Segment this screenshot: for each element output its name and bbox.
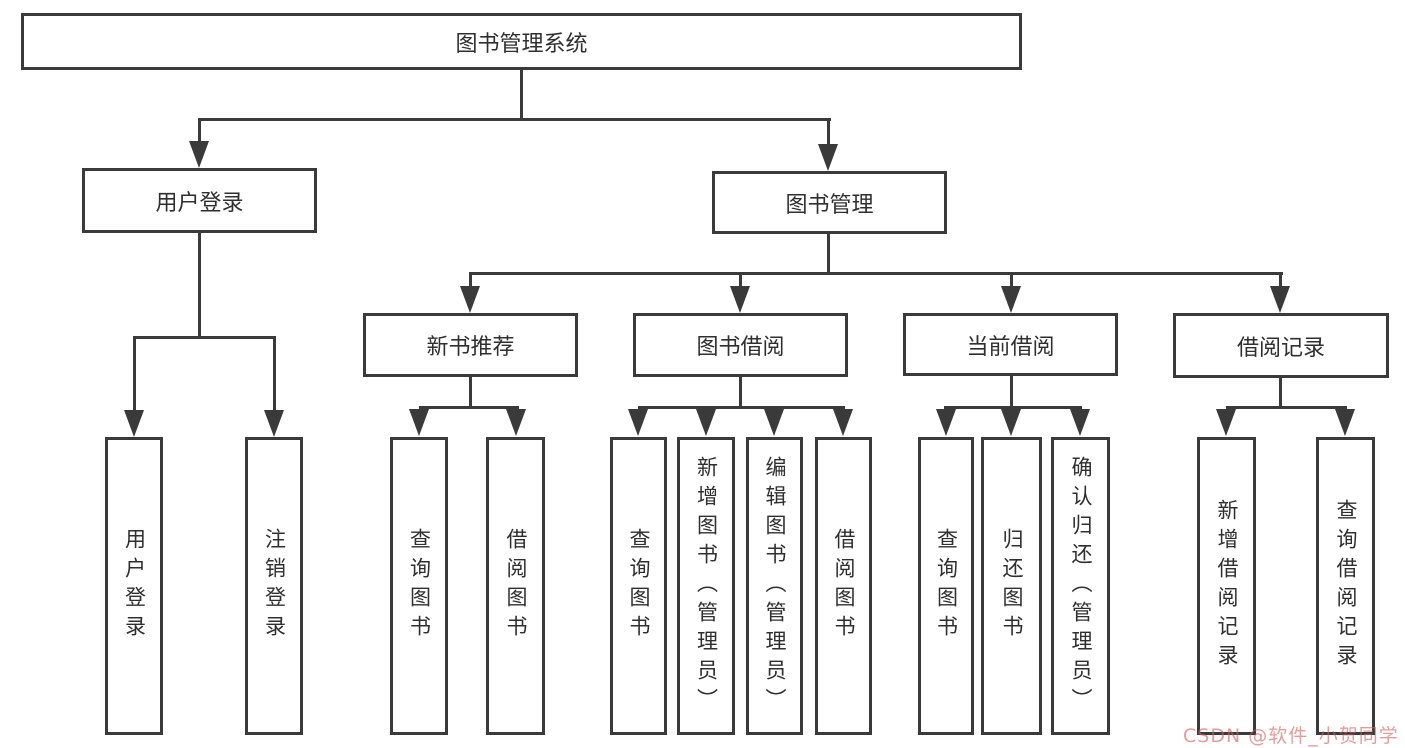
node-current-borrow: 当前借阅 bbox=[903, 313, 1118, 376]
node-borrow-records-label: 借阅记录 bbox=[1236, 335, 1325, 361]
leaf-edit-book-admin-label: 编辑图书（管理员） bbox=[763, 455, 787, 717]
leaf-query-books-recommend-label: 查询图书 bbox=[407, 528, 432, 644]
arrow-down-icon bbox=[506, 409, 526, 436]
leaf-query-borrow-record-label: 查询借阅记录 bbox=[1334, 499, 1358, 673]
connector-line bbox=[198, 118, 201, 144]
node-root: 图书管理系统 bbox=[21, 13, 1022, 70]
arrow-down-icon bbox=[833, 409, 853, 436]
node-book-borrow-label: 图书借阅 bbox=[696, 335, 785, 360]
leaf-logout: 注销登录 bbox=[245, 437, 303, 735]
node-book-management-label: 图书管理 bbox=[785, 192, 874, 218]
connector-line bbox=[198, 233, 201, 339]
leaf-borrow-books-borrow: 借阅图书 bbox=[815, 437, 872, 735]
leaf-query-books-recommend: 查询图书 bbox=[390, 437, 448, 735]
connector-line bbox=[739, 377, 742, 408]
arrow-down-icon bbox=[730, 286, 750, 313]
arrow-down-icon bbox=[1070, 409, 1090, 436]
node-book-borrow: 图书借阅 bbox=[633, 313, 848, 377]
arrow-down-icon bbox=[1216, 409, 1236, 436]
leaf-add-book-admin: 新增图书（管理员） bbox=[677, 437, 735, 735]
leaf-add-borrow-record: 新增借阅记录 bbox=[1197, 437, 1256, 735]
arrow-down-icon bbox=[628, 409, 648, 436]
node-root-label: 图书管理系统 bbox=[455, 31, 588, 57]
connector-line bbox=[1010, 272, 1013, 288]
node-book-management: 图书管理 bbox=[712, 171, 947, 234]
leaf-borrow-books-recommend: 借阅图书 bbox=[486, 437, 545, 735]
connector-line bbox=[1279, 272, 1282, 288]
connector-line bbox=[1010, 376, 1013, 408]
connector-line bbox=[273, 336, 276, 412]
leaf-edit-book-admin: 编辑图书（管理员） bbox=[746, 437, 803, 735]
leaf-borrow-books-recommend-label: 借阅图书 bbox=[504, 528, 528, 644]
connector-line bbox=[419, 406, 519, 409]
leaf-borrow-books-borrow-label: 借阅图书 bbox=[832, 528, 856, 644]
connector-line bbox=[739, 272, 742, 288]
arrow-down-icon bbox=[1001, 286, 1021, 313]
connector-line bbox=[1226, 406, 1347, 409]
node-new-book-recommend: 新书推荐 bbox=[363, 313, 578, 377]
arrow-down-icon bbox=[409, 409, 429, 436]
leaf-query-borrow-record: 查询借阅记录 bbox=[1316, 437, 1375, 735]
leaf-query-books-borrow: 查询图书 bbox=[610, 437, 667, 735]
connector-line bbox=[827, 118, 830, 146]
node-current-borrow-label: 当前借阅 bbox=[966, 334, 1055, 360]
arrow-down-icon bbox=[696, 409, 716, 436]
arrow-down-icon bbox=[460, 286, 480, 313]
leaf-user-login: 用户登录 bbox=[105, 437, 163, 735]
connector-line bbox=[469, 272, 472, 288]
connector-line bbox=[638, 406, 845, 409]
node-user-login-label: 用户登录 bbox=[155, 190, 244, 216]
node-user-login: 用户登录 bbox=[82, 168, 317, 233]
leaf-return-book: 归还图书 bbox=[981, 437, 1042, 735]
node-borrow-records: 借阅记录 bbox=[1173, 313, 1389, 378]
arrow-down-icon bbox=[189, 141, 209, 168]
leaf-query-books-current-label: 查询图书 bbox=[934, 528, 959, 644]
arrow-down-icon bbox=[1270, 286, 1290, 313]
node-new-book-recommend-label: 新书推荐 bbox=[426, 335, 515, 360]
connector-line bbox=[134, 336, 276, 339]
leaf-add-book-admin-label: 新增图书（管理员） bbox=[694, 455, 719, 717]
connector-line bbox=[469, 377, 472, 408]
connector-line bbox=[470, 272, 1283, 275]
arrow-down-icon bbox=[124, 410, 144, 437]
connector-line bbox=[133, 336, 136, 412]
arrow-down-icon bbox=[764, 409, 784, 436]
connector-line bbox=[520, 70, 523, 120]
connector-line bbox=[944, 406, 1082, 409]
arrow-down-icon bbox=[264, 410, 284, 437]
leaf-confirm-return-admin-label: 确认归还（管理员） bbox=[1069, 455, 1093, 717]
connector-line bbox=[827, 234, 830, 274]
arrow-down-icon bbox=[1335, 409, 1355, 436]
arrow-down-icon bbox=[818, 144, 838, 171]
leaf-confirm-return-admin: 确认归还（管理员） bbox=[1051, 437, 1110, 735]
leaf-logout-label: 注销登录 bbox=[262, 528, 287, 644]
leaf-user-login-label: 用户登录 bbox=[122, 528, 147, 644]
leaf-return-book-label: 归还图书 bbox=[1000, 528, 1024, 644]
arrow-down-icon bbox=[1001, 409, 1021, 436]
leaf-query-books-borrow-label: 查询图书 bbox=[627, 528, 651, 644]
connector-line bbox=[199, 118, 831, 121]
csdn-watermark: CSDN @软件_小贺同学 bbox=[1183, 725, 1399, 747]
arrow-down-icon bbox=[936, 409, 956, 436]
connector-line bbox=[1279, 378, 1282, 408]
leaf-add-borrow-record-label: 新增借阅记录 bbox=[1215, 499, 1239, 673]
leaf-query-books-current: 查询图书 bbox=[918, 437, 974, 735]
